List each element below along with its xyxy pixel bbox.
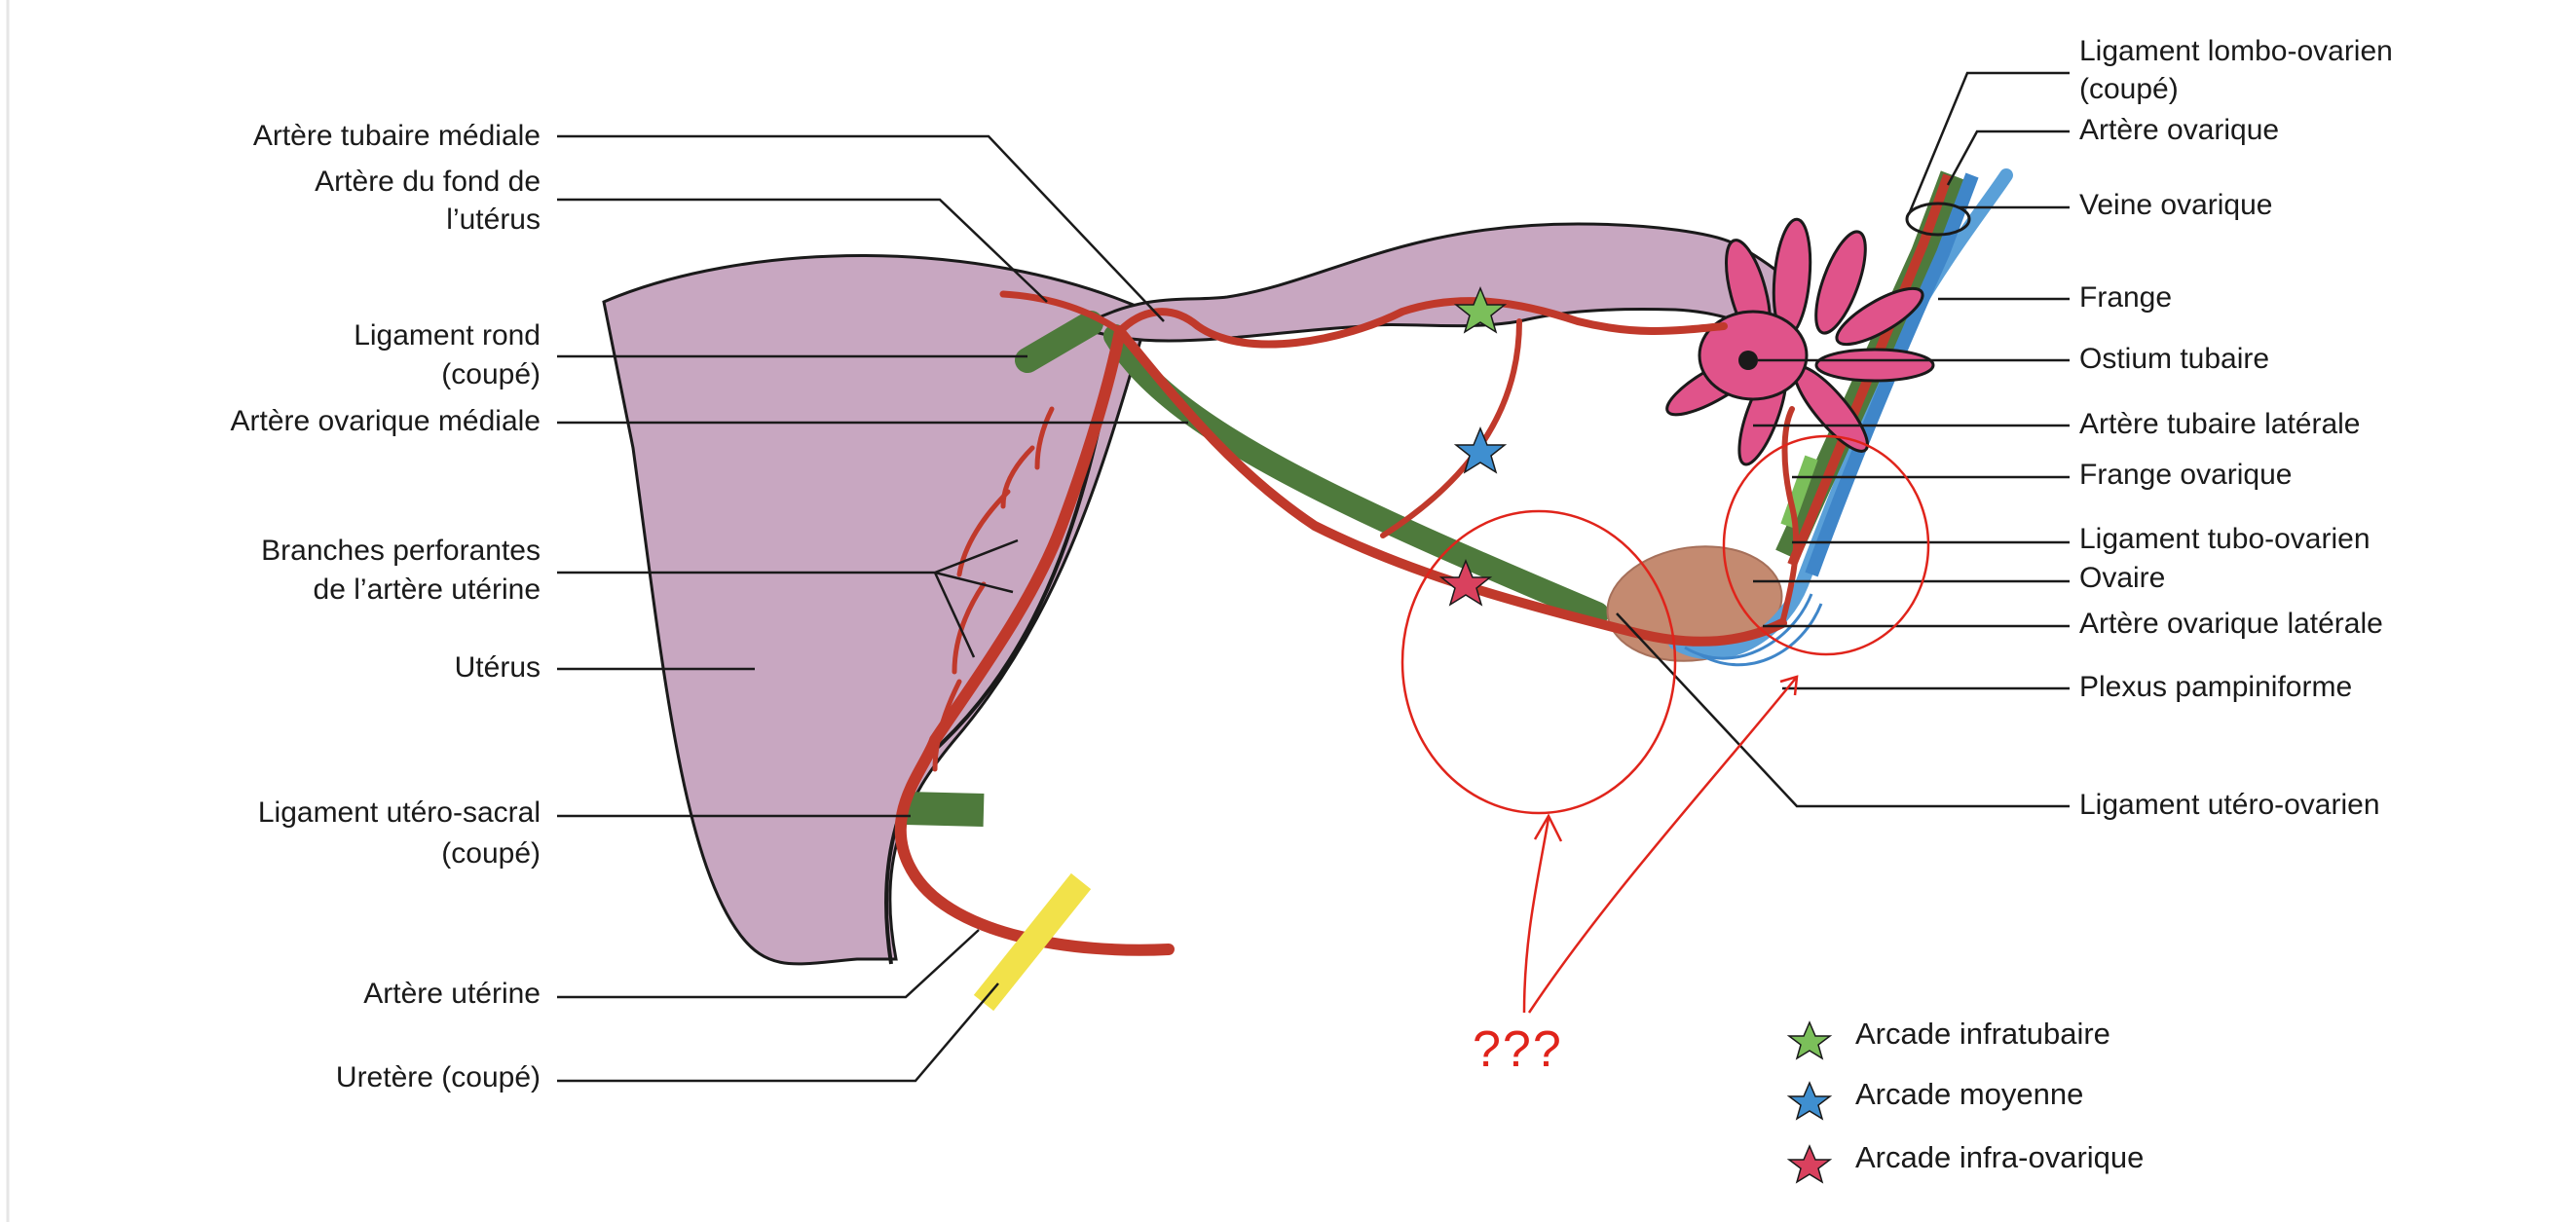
green-star-icon <box>1453 286 1508 334</box>
ureter <box>973 872 1092 1012</box>
label-ligament-rond-2: (coupé) <box>441 358 541 390</box>
label-ligament-lombo-ovarien-1: Ligament lombo-ovarien <box>2079 35 2393 67</box>
label-artere-ovarique-laterale: Artère ovarique latérale <box>2079 608 2383 640</box>
label-uretere: Uretère (coupé) <box>335 1061 541 1093</box>
legend-pink-star-icon <box>1786 1144 1833 1184</box>
label-ligament-utero-ovarien: Ligament utéro-ovarien <box>2079 789 2380 821</box>
label-ovaire: Ovaire <box>2079 562 2166 594</box>
legend-item-infra-ovarique: Arcade infra-ovarique <box>1855 1140 2145 1174</box>
label-artere-fond-uterus-2: l’utérus <box>446 204 541 236</box>
question-annotation: ??? <box>1473 1021 1563 1078</box>
label-ostium-tubaire: Ostium tubaire <box>2079 343 2270 375</box>
leader-lines-right <box>1616 71 2070 808</box>
label-ligament-utero-sacral-1: Ligament utéro-sacral <box>257 796 541 829</box>
blue-star-icon <box>1453 426 1508 474</box>
round-ligament <box>1015 311 1103 373</box>
label-plexus-pampiniforme: Plexus pampiniforme <box>2079 671 2353 703</box>
legend-blue-star-icon <box>1786 1081 1833 1121</box>
arcade-stars <box>1438 286 1508 607</box>
label-uterus: Utérus <box>454 651 541 684</box>
legend-stars <box>1786 1020 1833 1184</box>
label-artere-ovarique-mediale: Artère ovarique médiale <box>230 405 541 437</box>
uterus-shape <box>602 254 1151 966</box>
ostium-dot <box>1738 351 1758 370</box>
label-ligament-rond-1: Ligament rond <box>354 319 541 352</box>
label-frange: Frange <box>2079 281 2173 314</box>
label-artere-tubaire-mediale: Artère tubaire médiale <box>252 120 541 152</box>
label-ligament-utero-sacral-2: (coupé) <box>441 837 541 870</box>
uterine-artery-system <box>894 290 1800 956</box>
red-annotation <box>1400 434 1930 1014</box>
label-artere-ovarique: Artère ovarique <box>2079 114 2280 146</box>
label-artere-fond-uterus-1: Artère du fond de <box>315 166 541 198</box>
label-branches-perforantes-2: de l’artère utérine <box>313 574 541 606</box>
label-veine-ovarique: Veine ovarique <box>2079 189 2273 221</box>
ovarian-artery <box>1787 173 1953 567</box>
label-ligament-tubo-ovarien: Ligament tubo-ovarien <box>2079 523 2371 555</box>
fimbriae <box>1665 217 1935 466</box>
ovarian-vein <box>1805 172 1979 577</box>
uterosacral-ligament <box>905 792 985 827</box>
label-artere-tubaire-laterale: Artère tubaire latérale <box>2079 408 2361 440</box>
label-branches-perforantes-1: Branches perforantes <box>261 535 541 567</box>
pink-star-icon <box>1438 559 1493 607</box>
label-frange-ovarique: Frange ovarique <box>2079 459 2293 491</box>
legend-item-infratubaire: Arcade infratubaire <box>1855 1017 2110 1051</box>
label-ligament-lombo-ovarien-2: (coupé) <box>2079 73 2179 105</box>
legend-item-moyenne: Arcade moyenne <box>1855 1077 2084 1111</box>
legend-green-star-icon <box>1786 1020 1833 1060</box>
label-artere-uterine: Artère utérine <box>363 978 541 1010</box>
leader-lines-left <box>557 134 1188 1083</box>
utero-ovarian-ligament <box>1103 324 1609 625</box>
